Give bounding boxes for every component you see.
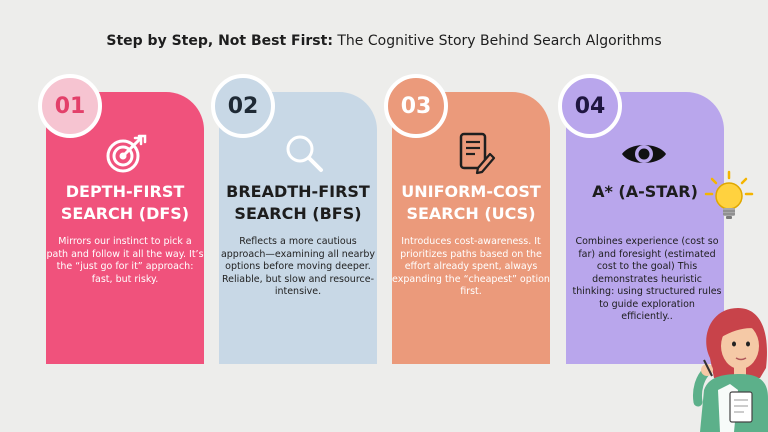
card-heading-ucs: UNIFORM-COST SEARCH (UCS) [386, 181, 556, 225]
number-badge-02: 02 [211, 74, 275, 138]
number-badge-01: 01 [38, 74, 102, 138]
heading-line: A* (A-STAR) [592, 182, 698, 201]
card-heading-bfs: BREADTH-FIRST SEARCH (BFS) [213, 181, 383, 225]
lightbulb-icon [704, 170, 754, 219]
card-heading-dfs: DEPTH-FIRST SEARCH (DFS) [40, 181, 210, 225]
heading-line: SEARCH (BFS) [234, 204, 362, 223]
title-rest: The Cognitive Story Behind Search Algori… [332, 33, 662, 49]
card-description-astar: Combines experience (cost so far) and fo… [572, 236, 722, 322]
card-description-ucs: Introduces cost-awareness. It prioritize… [392, 236, 550, 297]
document-edit-icon [459, 132, 496, 175]
heading-line: DEPTH-FIRST [65, 182, 185, 201]
heading-line: UNIFORM-COST [401, 182, 541, 201]
magnifier-icon [286, 135, 323, 172]
card-heading-astar: A* (A-STAR) [560, 181, 730, 203]
eye-icon [622, 145, 666, 163]
card-description-dfs: Mirrors our instinct to pick a path and … [46, 236, 204, 285]
thinking-woman-illustration [693, 308, 768, 432]
number-badge-03: 03 [384, 74, 448, 138]
title-bold: Step by Step, Not Best First: [106, 33, 333, 49]
heading-line: SEARCH (UCS) [406, 204, 536, 223]
number-badge-04: 04 [558, 74, 622, 138]
target-icon [106, 134, 147, 173]
heading-line: BREADTH-FIRST [226, 182, 370, 201]
page-title: Step by Step, Not Best First: The Cognit… [0, 33, 768, 49]
heading-line: SEARCH (DFS) [60, 204, 190, 223]
card-description-bfs: Reflects a more cautious approach—examin… [220, 236, 376, 297]
